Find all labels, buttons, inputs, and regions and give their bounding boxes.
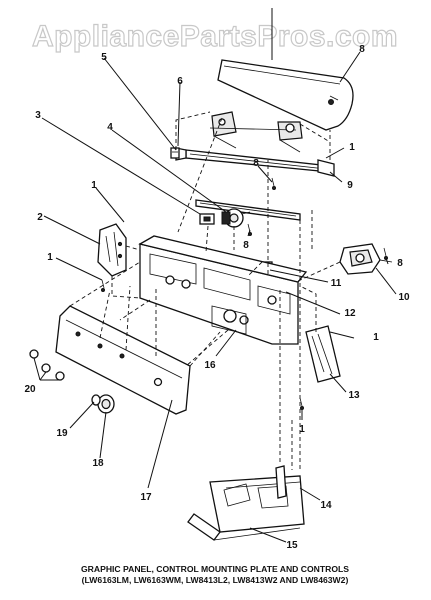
callout-labels: 5 6 3 4 8 8 1 9 1 2 1 8 8 10 11 12 1 13 … — [24, 44, 410, 551]
fasteners — [101, 177, 388, 410]
control-console — [138, 235, 308, 345]
bracket-14 — [275, 465, 287, 499]
callout-1-left: 1 — [47, 252, 53, 263]
cabinet-top — [187, 475, 305, 541]
assembly-lines — [69, 111, 341, 470]
right-end-cap — [305, 325, 341, 383]
callout-8-timer: 8 — [397, 258, 403, 269]
diagram-caption-line1: GRAPHIC PANEL, CONTROL MOUNTING PLATE AN… — [81, 564, 349, 574]
callout-10: 10 — [398, 292, 410, 303]
callout-1-bottom: 1 — [299, 424, 305, 435]
leader-lines — [33, 8, 397, 543]
diagram-caption-line2: (LW6163LM, LW6163WM, LW8413L2, LW8413W2 … — [82, 575, 349, 585]
callout-8-rail: 8 — [253, 158, 259, 169]
knob-18 — [97, 394, 115, 414]
left-end-cap — [97, 223, 127, 277]
callout-13: 13 — [348, 390, 360, 401]
callout-15: 15 — [286, 540, 298, 551]
control-mounting-plate — [175, 111, 335, 177]
callout-2: 2 — [37, 212, 43, 223]
callout-1-leftcap: 1 — [91, 180, 97, 191]
callout-8-top: 8 — [359, 44, 365, 55]
buttons-20 — [29, 349, 65, 381]
switch-3 — [199, 213, 215, 225]
callout-17: 17 — [140, 492, 152, 503]
callout-14: 14 — [320, 500, 332, 511]
callout-20: 20 — [24, 384, 36, 395]
callout-6: 6 — [177, 76, 183, 87]
watermark: AppliancePartsPros.com — [32, 20, 398, 53]
callout-5: 5 — [101, 52, 107, 63]
callout-1-rightcap: 1 — [373, 332, 379, 343]
callout-4: 4 — [107, 122, 113, 133]
callout-11: 11 — [331, 278, 342, 289]
callout-8-switch: 8 — [243, 240, 249, 251]
callout-3: 3 — [35, 110, 41, 121]
callout-16: 16 — [204, 360, 216, 371]
callout-12: 12 — [344, 308, 356, 319]
graphic-panel — [55, 305, 191, 415]
switch-4 — [221, 208, 251, 228]
console-top-cover — [217, 59, 354, 131]
callout-9: 9 — [347, 180, 353, 191]
callout-18: 18 — [92, 458, 104, 469]
callout-1-plate: 1 — [349, 142, 355, 153]
callout-19: 19 — [56, 428, 68, 439]
